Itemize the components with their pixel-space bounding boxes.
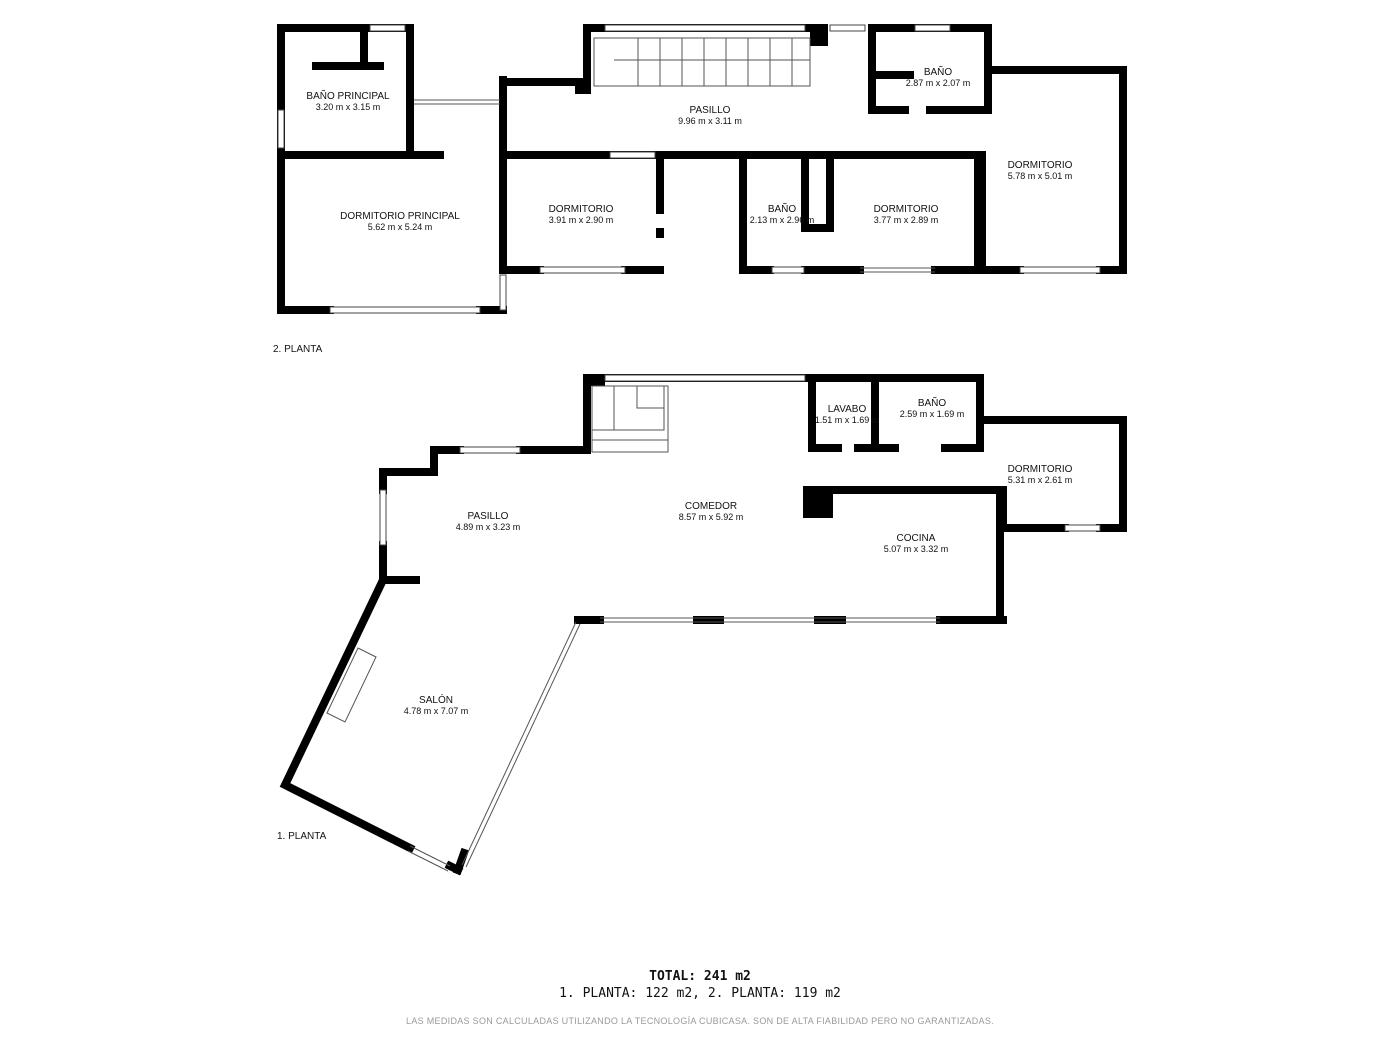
room-dims: 8.57 m x 5.92 m	[679, 512, 744, 522]
room-dims: 3.20 m x 3.15 m	[316, 102, 381, 112]
room-name: DORMITORIO	[1008, 464, 1073, 475]
room-name: DORMITORIO PRINCIPAL	[340, 211, 460, 222]
room-dims: 9.96 m x 3.11 m	[678, 116, 742, 126]
room-name: DORMITORIO	[549, 204, 614, 215]
total-area: TOTAL: 241 m2	[649, 969, 751, 984]
room-name: DORMITORIO	[1008, 160, 1073, 171]
room-dims: 5.07 m x 3.32 m	[884, 544, 949, 554]
room-name: BAÑO PRINCIPAL	[306, 89, 390, 102]
room-dims: 2.59 m x 1.69 m	[900, 409, 965, 419]
room-name: BAÑO	[768, 202, 797, 215]
room-dims: 1.51 m x 1.69 m	[815, 415, 880, 425]
room-dims: 5.62 m x 5.24 m	[368, 222, 433, 232]
disclaimer: LAS MEDIDAS SON CALCULADAS UTILIZANDO LA…	[406, 1016, 994, 1026]
room-name: LAVABO	[828, 404, 867, 415]
room-dims: 5.78 m x 5.01 m	[1008, 171, 1073, 181]
room-dims: 5.31 m x 2.61 m	[1008, 475, 1073, 485]
room-labels-floor-2: BAÑO PRINCIPAL 3.20 m x 3.15 m DORMITORI…	[306, 65, 1072, 232]
room-name: BAÑO	[918, 396, 947, 409]
room-labels-floor-1: LAVABO 1.51 m x 1.69 m BAÑO 2.59 m x 1.6…	[404, 396, 1073, 716]
room-dims: 3.77 m x 2.89 m	[874, 215, 939, 225]
room-dims: 2.87 m x 2.07 m	[906, 78, 971, 88]
room-name: BAÑO	[924, 65, 953, 78]
room-name: PASILLO	[690, 105, 731, 116]
room-dims: 2.13 m x 2.96 m	[750, 215, 815, 225]
room-name: SALÓN	[419, 693, 453, 706]
floor-1-walls	[279, 374, 1127, 876]
room-dims: 4.78 m x 7.07 m	[404, 706, 469, 716]
room-name: DORMITORIO	[874, 204, 939, 215]
area-breakdown: 1. PLANTA: 122 m2, 2. PLANTA: 119 m2	[559, 986, 841, 1001]
floor-label-2: 2. PLANTA	[273, 344, 323, 355]
room-name: PASILLO	[468, 511, 509, 522]
room-dims: 3.91 m x 2.90 m	[549, 215, 614, 225]
floor-label-1: 1. PLANTA	[277, 831, 327, 842]
room-dims: 4.89 m x 3.23 m	[456, 522, 521, 532]
room-name: COMEDOR	[685, 501, 737, 512]
floor-2-walls	[277, 24, 1127, 314]
room-name: COCINA	[897, 533, 936, 544]
